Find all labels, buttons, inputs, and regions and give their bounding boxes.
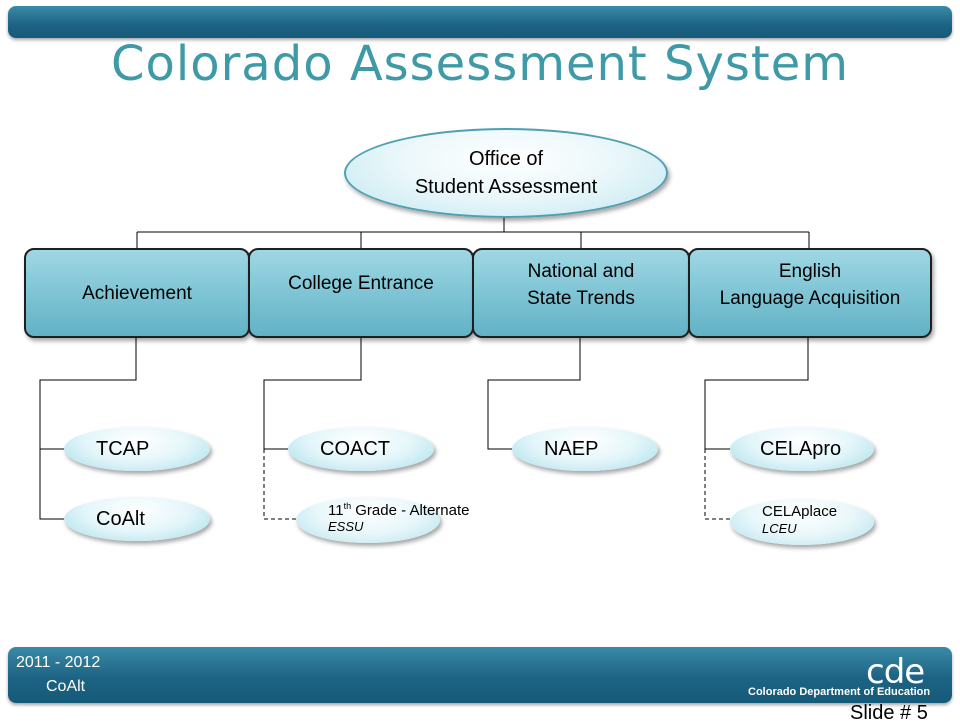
category-label: National and	[527, 261, 635, 282]
category-achievement: Achievement	[24, 248, 250, 338]
department-name: Colorado Department of Education	[748, 686, 931, 698]
category-label-2: State Trends	[527, 288, 635, 309]
category-english-language-acquisition: English Language Acquisition	[688, 248, 932, 338]
cde-logo: cde	[866, 652, 925, 692]
category-label-2: Language Acquisition	[719, 288, 901, 309]
category-college-entrance: College Entrance	[248, 248, 474, 338]
assessment-sublabel: ESSU	[328, 519, 364, 534]
assessment-coact: COACT	[288, 427, 434, 471]
assessment-label: NAEP	[544, 437, 599, 460]
assessment-celaplace: CELAplace LCEU	[730, 499, 874, 545]
category-label: College Entrance	[288, 273, 434, 294]
category-label: Achievement	[82, 282, 192, 304]
assessment-label: CELAplace	[762, 503, 838, 520]
assessment-label: CELApro	[760, 437, 842, 460]
slide-number: Slide # 5	[850, 702, 928, 724]
office-oval: Office of Student Assessment	[344, 128, 668, 218]
assessment-coalt: CoAlt	[64, 497, 210, 541]
assessment-sublabel: LCEU	[762, 521, 797, 536]
office-line-2: Student Assessment	[414, 176, 598, 198]
assessment-label: COACT	[320, 437, 390, 460]
footer-year: 2011 - 2012	[16, 654, 101, 671]
category-label: English	[778, 261, 842, 282]
assessment-label: TCAP	[96, 437, 150, 460]
category-national-state-trends: National and State Trends	[472, 248, 690, 338]
assessment-tcap: TCAP	[64, 427, 210, 471]
footer-banner	[8, 647, 952, 703]
assessment-naep: NAEP	[512, 427, 658, 471]
office-line-1: Office of	[468, 148, 544, 170]
assessment-label: CoAlt	[96, 507, 145, 530]
assessment-celapro: CELApro	[730, 427, 874, 471]
page-title: Colorado Assessment System	[110, 36, 849, 92]
top-banner	[8, 6, 952, 38]
assessment-label: 11th Grade - Alternate	[328, 501, 470, 519]
assessment-11th-grade-alternate: 11th Grade - Alternate ESSU	[296, 497, 470, 543]
footer-program: CoAlt	[46, 678, 86, 695]
